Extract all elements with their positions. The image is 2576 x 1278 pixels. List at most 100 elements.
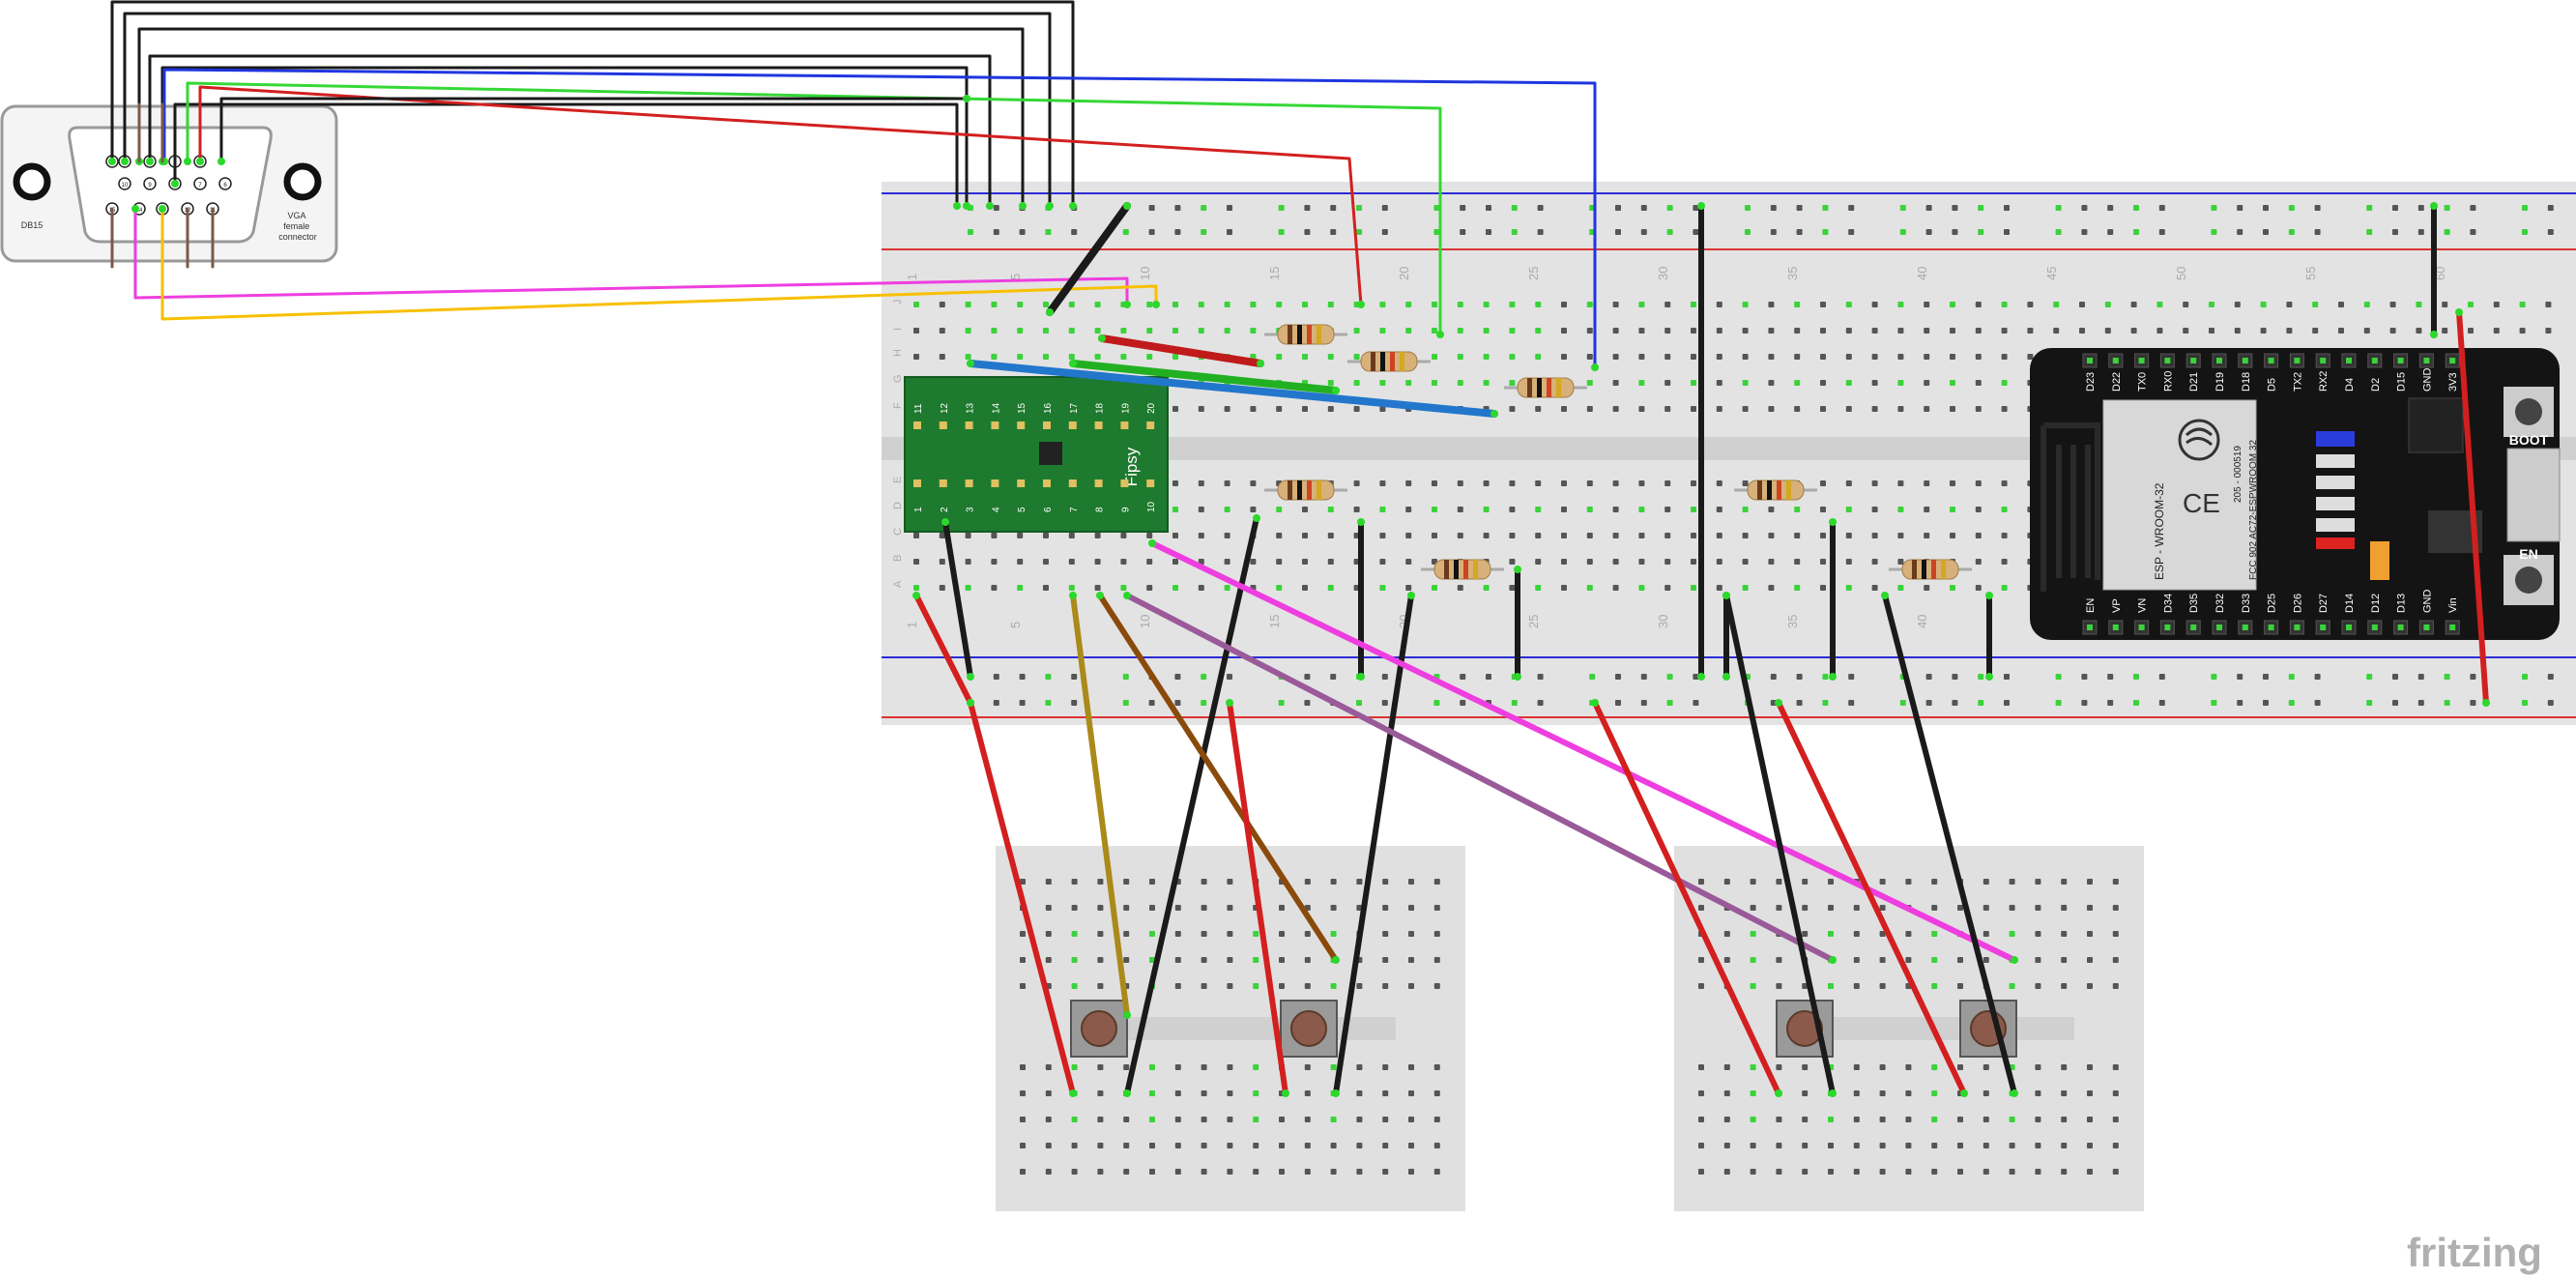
breadboard-hole[interactable] xyxy=(1845,406,1852,412)
breadboard-hole[interactable] xyxy=(1561,585,1567,591)
rail-hole[interactable] xyxy=(2055,674,2062,680)
small-breadboard-hole[interactable] xyxy=(1020,1064,1026,1070)
breadboard-hole[interactable] xyxy=(991,559,998,565)
small-breadboard-hole[interactable] xyxy=(1149,905,1155,911)
small-breadboard-hole[interactable] xyxy=(1045,1090,1052,1096)
rail-hole[interactable] xyxy=(1148,229,1155,235)
breadboard-hole[interactable] xyxy=(1198,507,1204,512)
small-breadboard-hole[interactable] xyxy=(1905,1064,1912,1070)
small-breadboard-hole[interactable] xyxy=(2061,1169,2068,1175)
breadboard-hole[interactable] xyxy=(1794,302,1801,307)
rail-hole[interactable] xyxy=(1537,205,1544,211)
small-breadboard-hole[interactable] xyxy=(1045,1064,1052,1070)
breadboard-hole[interactable] xyxy=(1664,406,1671,412)
small-breadboard-hole[interactable] xyxy=(1174,983,1181,989)
rail-hole[interactable] xyxy=(1019,229,1026,235)
breadboard-hole[interactable] xyxy=(1845,480,1852,486)
rail-hole[interactable] xyxy=(2470,205,2476,211)
breadboard-hole[interactable] xyxy=(1871,354,1878,360)
small-breadboard-hole[interactable] xyxy=(2087,1117,2093,1122)
small-breadboard-hole[interactable] xyxy=(1020,931,1026,937)
breadboard-hole[interactable] xyxy=(1483,533,1490,538)
breadboard-hole[interactable] xyxy=(1327,406,1334,412)
rail-hole[interactable] xyxy=(2158,674,2165,680)
rail-hole[interactable] xyxy=(1122,229,1129,235)
breadboard-hole[interactable] xyxy=(1068,328,1075,334)
rail-hole[interactable] xyxy=(1899,205,1906,211)
breadboard-hole[interactable] xyxy=(1276,559,1283,565)
breadboard-hole[interactable] xyxy=(1353,406,1360,412)
breadboard-hole[interactable] xyxy=(1172,507,1178,512)
breadboard-hole[interactable] xyxy=(1172,559,1178,565)
small-breadboard-hole[interactable] xyxy=(1149,1143,1155,1148)
breadboard-hole[interactable] xyxy=(1353,328,1360,334)
breadboard-hole[interactable] xyxy=(913,328,919,334)
rail-hole[interactable] xyxy=(2444,229,2450,235)
breadboard-hole[interactable] xyxy=(1768,559,1775,565)
breadboard-hole[interactable] xyxy=(1276,406,1283,412)
small-breadboard-hole[interactable] xyxy=(1879,1117,1886,1122)
breadboard-hole[interactable] xyxy=(1405,480,1412,486)
breadboard-hole[interactable] xyxy=(1820,559,1826,565)
small-breadboard-hole[interactable] xyxy=(1071,1064,1078,1070)
rail-hole[interactable] xyxy=(2392,674,2398,680)
breadboard-hole[interactable] xyxy=(1586,302,1593,307)
breadboard-hole[interactable] xyxy=(1742,507,1749,512)
breadboard-hole[interactable] xyxy=(1094,533,1101,538)
rail-hole[interactable] xyxy=(1952,205,1958,211)
small-breadboard-hole[interactable] xyxy=(1097,1090,1104,1096)
breadboard-hole[interactable] xyxy=(1405,302,1412,307)
small-breadboard-hole[interactable] xyxy=(1201,879,1207,885)
breadboard-hole[interactable] xyxy=(939,354,945,360)
small-breadboard-hole[interactable] xyxy=(1020,879,1026,885)
small-breadboard-hole[interactable] xyxy=(2035,1090,2041,1096)
breadboard-hole[interactable] xyxy=(2209,302,2214,307)
small-breadboard-hole[interactable] xyxy=(2061,1064,2068,1070)
breadboard-hole[interactable] xyxy=(1017,328,1024,334)
rail-hole[interactable] xyxy=(1433,205,1440,211)
small-breadboard-hole[interactable] xyxy=(1330,983,1337,989)
small-breadboard-hole[interactable] xyxy=(1802,1090,1809,1096)
small-breadboard-hole[interactable] xyxy=(1853,931,1860,937)
small-breadboard-hole[interactable] xyxy=(1723,1169,1730,1175)
breadboard-hole[interactable] xyxy=(965,559,971,565)
breadboard-hole[interactable] xyxy=(2104,302,2111,307)
breadboard-hole[interactable] xyxy=(1638,302,1645,307)
breadboard-hole[interactable] xyxy=(1561,302,1567,307)
small-breadboard-hole[interactable] xyxy=(2035,983,2041,989)
breadboard-hole[interactable] xyxy=(1820,406,1826,412)
small-breadboard-hole[interactable] xyxy=(1330,1064,1337,1070)
breadboard-hole[interactable] xyxy=(1094,559,1101,565)
small-breadboard-hole[interactable] xyxy=(1828,1117,1834,1122)
small-breadboard-hole[interactable] xyxy=(1723,957,1730,963)
small-breadboard-hole[interactable] xyxy=(1020,1117,1026,1122)
rail-hole[interactable] xyxy=(1822,700,1829,706)
breadboard-hole[interactable] xyxy=(1561,507,1567,512)
small-breadboard-hole[interactable] xyxy=(1433,931,1440,937)
breadboard-hole[interactable] xyxy=(1483,328,1490,334)
small-breadboard-hole[interactable] xyxy=(1356,1143,1363,1148)
jumper-red[interactable] xyxy=(1098,334,1264,367)
breadboard-hole[interactable] xyxy=(991,328,998,334)
breadboard-hole[interactable] xyxy=(1535,585,1542,591)
breadboard-hole[interactable] xyxy=(1794,533,1801,538)
small-breadboard-hole[interactable] xyxy=(1698,1169,1704,1175)
breadboard-hole[interactable] xyxy=(939,302,945,307)
breadboard-hole[interactable] xyxy=(2493,328,2500,334)
small-breadboard-hole[interactable] xyxy=(1983,1169,1989,1175)
rail-hole[interactable] xyxy=(1796,229,1803,235)
breadboard-hole[interactable] xyxy=(1691,328,1696,334)
small-breadboard-hole[interactable] xyxy=(2087,879,2093,885)
small-breadboard-hole[interactable] xyxy=(1853,1064,1860,1070)
small-breadboard-hole[interactable] xyxy=(1698,1064,1704,1070)
breadboard-hole[interactable] xyxy=(1250,559,1257,565)
breadboard-hole[interactable] xyxy=(1483,380,1490,386)
small-breadboard-hole[interactable] xyxy=(1045,931,1052,937)
breadboard-hole[interactable] xyxy=(913,559,919,565)
breadboard-hole[interactable] xyxy=(1638,585,1645,591)
breadboard-hole[interactable] xyxy=(1120,585,1127,591)
breadboard-hole[interactable] xyxy=(1716,354,1722,360)
small-breadboard-hole[interactable] xyxy=(1227,957,1233,963)
small-breadboard-hole[interactable] xyxy=(1227,1143,1233,1148)
small-breadboard-hole[interactable] xyxy=(1253,1117,1259,1122)
